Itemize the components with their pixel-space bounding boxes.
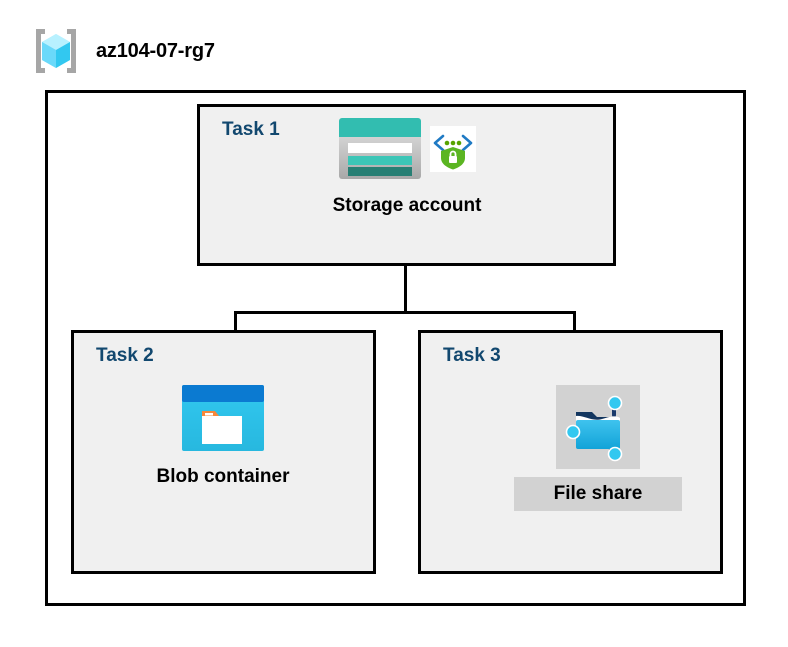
resource-group-name: az104-07-rg7	[96, 39, 215, 62]
storage-account-icon	[338, 117, 422, 185]
storage-account-icon-group	[338, 117, 476, 185]
resource-group-header: az104-07-rg7	[30, 26, 215, 76]
task-2-label: Task 2	[96, 345, 154, 366]
task-2-box: Task 2	[71, 330, 376, 574]
blob-container-icon-group	[182, 385, 264, 456]
blob-container-label: Blob container	[156, 466, 290, 487]
resource-group-cube-icon	[30, 26, 82, 76]
file-share-label: File share	[513, 477, 683, 511]
file-share-icon-group	[556, 385, 640, 469]
connector-trunk	[404, 266, 407, 314]
file-share-icon	[562, 395, 634, 467]
storage-account-node: Storage account	[282, 117, 532, 219]
task-3-label: Task 3	[443, 345, 501, 366]
secure-transfer-shield-icon	[430, 125, 476, 177]
blob-container-icon	[182, 385, 264, 456]
blob-container-node: Blob container	[113, 385, 333, 490]
file-share-node: File share	[508, 385, 688, 511]
storage-account-label: Storage account	[332, 195, 482, 216]
task-1-label: Task 1	[222, 119, 280, 140]
connector-bus	[234, 311, 576, 314]
